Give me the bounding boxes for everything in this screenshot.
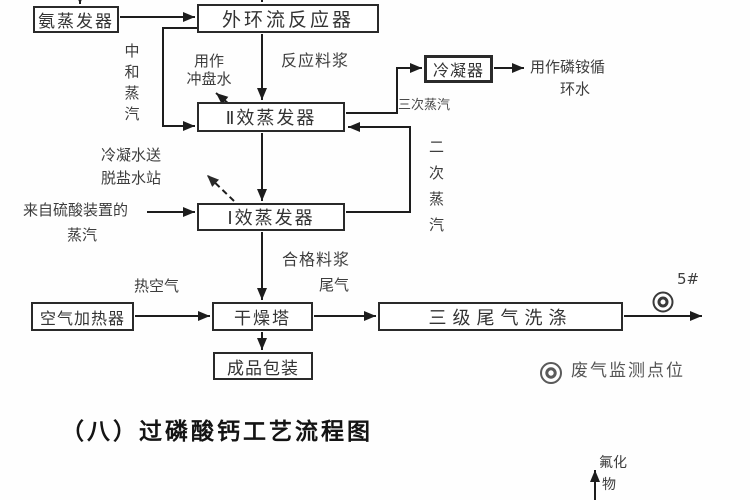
label-flush-water: 用作 冲盘水 — [178, 52, 240, 88]
arrow-third-steam-to-condenser — [346, 63, 422, 114]
label-hot-air: 热空气 — [134, 277, 180, 295]
label-neutralization-steam: 中和蒸汽 — [124, 42, 140, 123]
label-sulfuric-steam-line1: 来自硫酸装置的 — [23, 201, 129, 219]
label-flush-water-line2: 冲盘水 — [186, 70, 232, 88]
monitor-inner-ring — [657, 296, 669, 308]
node-air-heater: 空气加热器 — [31, 302, 134, 331]
label-sulfuric-steam: 来自硫酸装置的 蒸汽 — [23, 201, 141, 244]
label-condensate-line2: 脱盐水站 — [101, 169, 162, 187]
label-sulfuric-steam-line2: 蒸汽 — [66, 226, 97, 244]
label-outlet-5: 5# — [677, 270, 700, 288]
label-tail-gas: 尾气 — [319, 276, 350, 294]
monitor-outer-ring — [652, 291, 674, 313]
label-fluoride-line2: 物 — [602, 476, 616, 493]
label-condensate-note: 冷凝水送 脱盐水站 — [101, 146, 161, 187]
label-circulating-water: 用作磷铵循 环水 — [530, 58, 620, 98]
node-ammonia-evaporator: 氨蒸发器 — [33, 6, 119, 33]
node-drying-tower: 干燥塔 — [212, 302, 313, 331]
label-fluoride: 氟化 物 — [599, 455, 627, 494]
label-condensate-line1: 冷凝水送 — [101, 146, 162, 164]
arrow-condensate-dashed — [206, 174, 235, 202]
arrow-second-steam — [346, 122, 411, 213]
label-reaction-slurry: 反应料浆 — [281, 51, 350, 70]
label-circulating-water-line1: 用作磷铵循 — [530, 58, 606, 76]
node-effect2-evaporator: Ⅱ效蒸发器 — [197, 102, 345, 132]
label-circulating-water-line2: 环水 — [559, 80, 590, 98]
label-flush-water-line1: 用作 — [193, 52, 224, 70]
node-effect1-evaporator: Ⅰ效蒸发器 — [197, 203, 345, 231]
node-tail-gas-washing: 三级尾气洗涤 — [378, 302, 623, 331]
label-qualified-slurry: 合格料浆 — [282, 250, 351, 269]
label-third-steam: 三次蒸汽 — [398, 98, 451, 113]
label-second-steam: 二次蒸汽 — [428, 138, 444, 234]
legend-monitoring-icon — [540, 362, 562, 384]
label-fluoride-line1: 氟化 — [599, 455, 627, 471]
arrow-neutralization-steam — [162, 27, 197, 131]
monitoring-point-5-icon — [652, 291, 674, 313]
legend-inner-ring — [545, 367, 557, 379]
node-product-packaging: 成品包装 — [213, 352, 313, 380]
node-external-loop-reactor: 外环流反应器 — [197, 4, 379, 33]
node-condenser: 冷凝器 — [424, 55, 493, 83]
legend-outer-ring — [540, 362, 562, 384]
legend-monitoring-label: 废气监测点位 — [571, 361, 685, 381]
wire-group — [75, 0, 702, 500]
figure-caption: （八）过磷酸钙工艺流程图 — [61, 419, 373, 445]
